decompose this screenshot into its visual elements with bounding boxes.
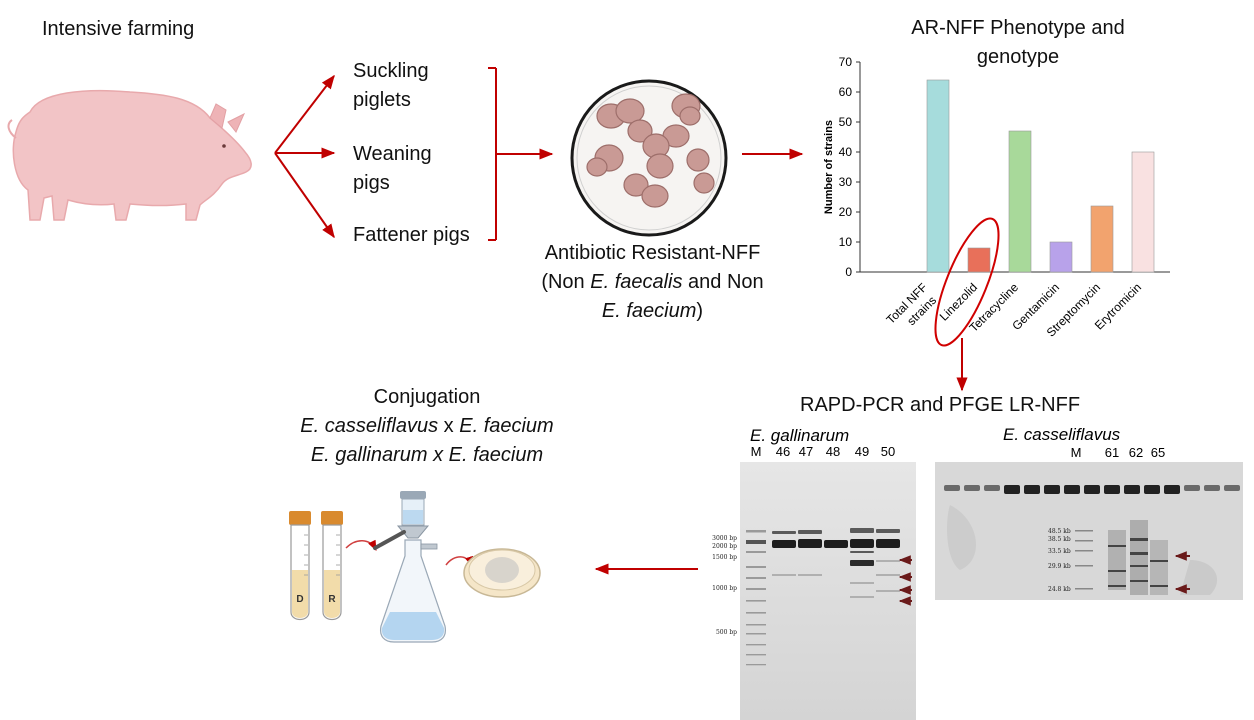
chart-y-tick-label: 50 bbox=[839, 115, 853, 129]
gel2-lane-labels: M 61 62 65 bbox=[1071, 445, 1166, 460]
group-fattener-pigs: Fattener pigs bbox=[353, 221, 470, 250]
gel1-lane-label: 48 bbox=[826, 444, 840, 459]
pig-icon bbox=[7, 89, 252, 221]
gel2-marker-label: 33.5 kb bbox=[1048, 548, 1071, 555]
gel2-marker-label: 48.5 kb bbox=[1048, 528, 1071, 535]
gel2-species-label: E. casseliflavus bbox=[1003, 425, 1121, 444]
gel2-well bbox=[1224, 485, 1240, 491]
group-label-line1: Suckling bbox=[353, 60, 429, 82]
conjugation-title: Conjugation bbox=[373, 386, 481, 408]
gel2-well bbox=[944, 485, 960, 491]
chart-y-tick-label: 30 bbox=[839, 175, 853, 189]
gel2-image bbox=[935, 462, 1243, 600]
conjugation-line1: E. casseliflavus x E. faecium bbox=[300, 415, 554, 437]
chart-y-tick-label: 0 bbox=[845, 265, 852, 279]
gel2-well bbox=[1044, 485, 1060, 494]
phenotype-title-line2: genotype bbox=[976, 46, 1060, 68]
gel1-lane-label: 49 bbox=[855, 444, 869, 459]
gel2-lane-label: M bbox=[1071, 445, 1082, 460]
gel2-well bbox=[1064, 485, 1080, 494]
group-suckling-piglets: Suckling piglets bbox=[353, 57, 429, 115]
gel1-lane-label: 50 bbox=[881, 444, 895, 459]
gel1-species-label: E. gallinarum bbox=[750, 426, 849, 445]
gel2-marker-label: 38.5 kb bbox=[1048, 536, 1071, 543]
ar-nff-line3: E. faecium) bbox=[601, 300, 704, 322]
gel2-well bbox=[1144, 485, 1160, 494]
ar-nff-line1: Antibiotic Resistant-NFF bbox=[544, 242, 761, 264]
intensive-farming-title: Intensive farming bbox=[42, 18, 195, 40]
gel1-marker-label: 1500 bp bbox=[712, 554, 737, 561]
chart-y-tick-label: 40 bbox=[839, 145, 853, 159]
chart-bar bbox=[1131, 151, 1155, 273]
gel1-marker-label: 500 bp bbox=[716, 629, 737, 636]
chart-y-label: Number of strains bbox=[823, 120, 835, 214]
gel2-well bbox=[1124, 485, 1140, 494]
group-weaning-pigs: Weaning pigs bbox=[353, 140, 432, 198]
phenotype-title-line1: AR-NFF Phenotype and bbox=[911, 17, 1125, 39]
gel2-well bbox=[1184, 485, 1200, 491]
chart-bar bbox=[967, 247, 991, 273]
linezolid-highlight-ellipse bbox=[934, 217, 1000, 347]
gel2-well bbox=[1024, 485, 1040, 494]
ar-nff-line2: (Non E. faecalis and Non bbox=[541, 271, 764, 293]
conjugation-line2: E. gallinarum x E. faecium bbox=[310, 444, 544, 466]
farm-branch-arrows bbox=[274, 74, 336, 239]
agar-plate-icon bbox=[463, 548, 541, 598]
phenotype-title: AR-NFF Phenotype and genotype bbox=[878, 14, 1158, 72]
filtration-flask-icon bbox=[373, 491, 447, 643]
gel2-lane-label: 61 bbox=[1105, 445, 1119, 460]
chart-bar bbox=[1049, 241, 1073, 273]
conjugation-block: Conjugation E. casseliflavus x E. faeciu… bbox=[262, 383, 592, 470]
gel2-well bbox=[1004, 485, 1020, 494]
gel2-marker-label: 29.9 kb bbox=[1048, 563, 1071, 570]
donor-tube-icon: D bbox=[289, 511, 311, 621]
transfer-arrow-icon bbox=[345, 539, 377, 551]
group-bracket bbox=[488, 67, 554, 241]
gel2-well bbox=[1204, 485, 1220, 491]
gel1-lane-label: M bbox=[751, 444, 762, 459]
gel2-well bbox=[984, 485, 1000, 491]
chart-y-tick-label: 70 bbox=[839, 55, 853, 69]
chart-y-tick-label: 60 bbox=[839, 85, 853, 99]
gel1-lane-labels: M 46 47 48 49 50 bbox=[751, 444, 896, 459]
chart-y-tick-label: 20 bbox=[839, 205, 853, 219]
group-label-line2: pigs bbox=[353, 172, 390, 194]
gel1-marker-label: 3000 bp bbox=[712, 535, 737, 542]
ar-nff-label: Antibiotic Resistant-NFF (Non E. faecali… bbox=[500, 239, 805, 326]
chart-bar bbox=[926, 79, 950, 273]
chart-bar bbox=[1008, 130, 1032, 273]
gel1-marker-label: 2000 bp bbox=[712, 543, 737, 550]
rapd-pfge-title: RAPD-PCR and PFGE LR-NFF bbox=[800, 394, 1081, 416]
chart-bar bbox=[1090, 205, 1114, 273]
gel1-lane-label: 46 bbox=[776, 444, 790, 459]
gel1-lane-label: 47 bbox=[799, 444, 813, 459]
gel2-lane-label: 65 bbox=[1151, 445, 1165, 460]
group-label-line1: Fattener pigs bbox=[353, 224, 470, 246]
group-label-line2: piglets bbox=[353, 89, 411, 111]
gel2-well bbox=[1084, 485, 1100, 494]
gel1-marker-label: 1000 bp bbox=[712, 585, 737, 592]
gel2-well bbox=[1164, 485, 1180, 494]
gel2-lane-label: 62 bbox=[1129, 445, 1143, 460]
recipient-tube-label: R bbox=[328, 594, 336, 605]
recipient-tube-icon: R bbox=[321, 511, 343, 621]
chart-y-tick-label: 10 bbox=[839, 235, 853, 249]
gel2-well bbox=[964, 485, 980, 491]
petri-dish-icon bbox=[570, 79, 728, 237]
gel2-well bbox=[1104, 485, 1120, 494]
gel2-marker-label: 24.8 kb bbox=[1048, 586, 1071, 593]
donor-tube-label: D bbox=[296, 594, 303, 605]
gel1-image bbox=[740, 462, 916, 720]
group-label-line1: Weaning bbox=[353, 143, 432, 165]
